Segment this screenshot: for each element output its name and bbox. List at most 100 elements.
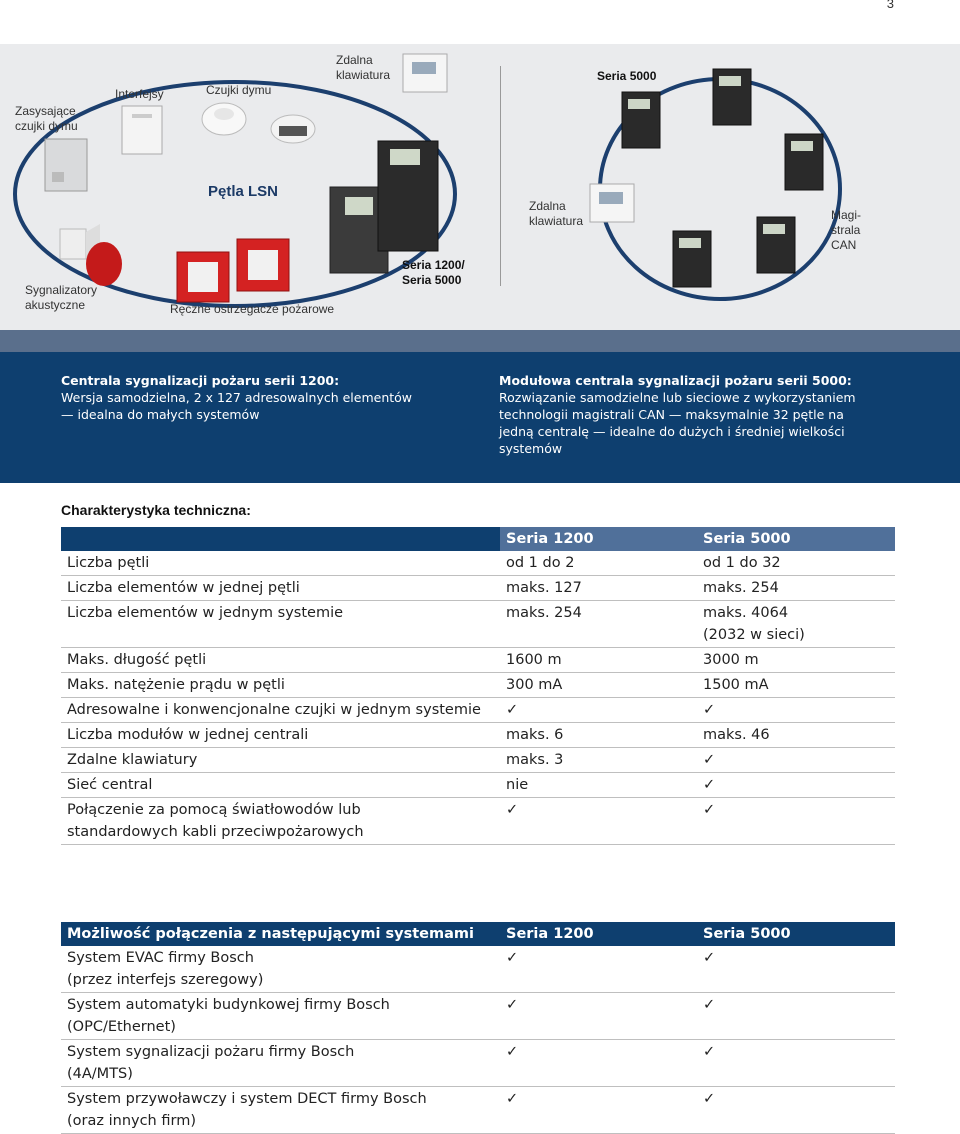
series-banner: Centrala sygnalizacji pożaru serii 1200:… xyxy=(0,352,960,483)
divider-line xyxy=(500,66,501,286)
label-manual-call-points: Ręczne ostrzegacze pożarowe xyxy=(170,302,335,316)
can-panel-1 xyxy=(621,91,661,149)
manual-call-point-image-2 xyxy=(236,238,290,292)
banner-left: Centrala sygnalizacji pożaru serii 1200:… xyxy=(61,372,421,423)
tech-cell: ✓ xyxy=(697,797,895,845)
lsn-loop-title: Pętla LSN xyxy=(208,183,279,200)
label-can-bus: Magi- strala CAN xyxy=(831,208,862,252)
tech-cell: ✓ xyxy=(697,747,895,773)
siren-image-2 xyxy=(86,242,122,286)
tech-cell: maks. 254 xyxy=(697,575,895,601)
banner-right-text: Rozwiązanie samodzielne lub sieciowe z w… xyxy=(499,390,856,456)
tech-cell: ✓ xyxy=(500,797,697,845)
tech-cell: maks. 46 xyxy=(697,722,895,748)
label-remote-keypad-right: Zdalna klawiatura xyxy=(529,199,584,228)
aspirating-detector-image xyxy=(44,138,88,192)
can-panel-4 xyxy=(756,216,796,274)
tech-cell: Adresowalne i konwencjonalne czujki w je… xyxy=(61,697,500,723)
connect-header-systems: Możliwość połączenia z następującymi sys… xyxy=(61,922,500,946)
can-panel-5 xyxy=(672,230,712,288)
smoke-detector-image-1 xyxy=(201,102,247,136)
label-interfaces: Interfejsy xyxy=(115,87,164,101)
can-panel-2 xyxy=(712,68,752,126)
page-number: 3 xyxy=(886,0,894,11)
connect-table: Możliwość połączenia z następującymi sys… xyxy=(61,922,895,1134)
connect-cell: System automatyki budynkowej firmy Bosch… xyxy=(61,992,500,1040)
connect-cell: ✓ xyxy=(697,992,895,1040)
connect-cell: ✓ xyxy=(500,1086,697,1134)
tech-cell: nie xyxy=(500,772,697,798)
fire-panel-image-5000 xyxy=(377,140,439,252)
system-diagram: Zasysające czujki dymu Interfejsy Czujki… xyxy=(0,44,960,330)
tech-header-blank xyxy=(61,527,500,551)
banner-right: Modułowa centrala sygnalizacji pożaru se… xyxy=(499,372,879,457)
tech-row: Połączenie za pomocą światłowodów lub st… xyxy=(61,797,895,845)
can-panel-3 xyxy=(784,133,824,191)
tech-header-5000: Seria 5000 xyxy=(697,527,895,551)
tech-cell: Zdalne klawiatury xyxy=(61,747,500,773)
tech-row: Adresowalne i konwencjonalne czujki w je… xyxy=(61,697,895,723)
tech-cell: 3000 m xyxy=(697,647,895,673)
connect-cell: System sygnalizacji pożaru firmy Bosch (… xyxy=(61,1039,500,1087)
interface-image xyxy=(121,105,163,155)
remote-keypad-image-right xyxy=(589,183,635,223)
diagram-graphics xyxy=(13,53,842,308)
banner-left-title: Centrala sygnalizacji pożaru serii 1200: xyxy=(61,373,340,388)
manual-call-point-image-1 xyxy=(176,251,230,303)
tech-cell: maks. 254 xyxy=(500,600,697,648)
tech-cell: Liczba elementów w jednej pętli xyxy=(61,575,500,601)
label-remote-keypad-top: Zdalna klawiatura xyxy=(336,53,391,82)
tech-cell: ✓ xyxy=(697,772,895,798)
label-aspirating-detectors: Zasysające czujki dymu xyxy=(15,104,78,133)
tech-cell: Liczba pętli xyxy=(61,551,500,576)
connect-cell: System EVAC firmy Bosch (przez interfejs… xyxy=(61,946,500,993)
tech-header-1200: Seria 1200 xyxy=(500,527,697,551)
connect-row: System przywoławczy i system DECT firmy … xyxy=(61,1086,895,1134)
banner-left-text: Wersja samodzielna, 2 x 127 adresowalnyc… xyxy=(61,390,413,422)
banner-top-strip xyxy=(0,330,960,352)
tech-cell: 1600 m xyxy=(500,647,697,673)
label-acoustic-sirens: Sygnalizatory akustyczne xyxy=(25,283,98,312)
tech-cell: maks. 6 xyxy=(500,722,697,748)
tech-cell: Maks. długość pętli xyxy=(61,647,500,673)
connect-cell: ✓ xyxy=(500,992,697,1040)
tech-table-header: Seria 1200 Seria 5000 xyxy=(61,527,895,551)
connect-row: System EVAC firmy Bosch (przez interfejs… xyxy=(61,946,895,993)
siren-image-1 xyxy=(59,224,100,264)
connect-cell: System przywoławczy i system DECT firmy … xyxy=(61,1086,500,1134)
tech-cell: Liczba modułów w jednej centrali xyxy=(61,722,500,748)
banner-right-title: Modułowa centrala sygnalizacji pożaru se… xyxy=(499,373,852,388)
connect-table-header: Możliwość połączenia z następującymi sys… xyxy=(61,922,895,946)
connect-cell: ✓ xyxy=(697,946,895,993)
tech-cell: maks. 127 xyxy=(500,575,697,601)
tech-cell: maks. 3 xyxy=(500,747,697,773)
tech-cell: 300 mA xyxy=(500,672,697,698)
smoke-detector-image-2 xyxy=(270,114,316,144)
tech-cell: Maks. natężenie prądu w pętli xyxy=(61,672,500,698)
tech-cell: od 1 do 2 xyxy=(500,551,697,576)
label-series-5000: Seria 5000 xyxy=(597,69,657,83)
connect-row: System sygnalizacji pożaru firmy Bosch (… xyxy=(61,1039,895,1087)
connect-header-5000: Seria 5000 xyxy=(697,922,895,946)
connect-header-1200: Seria 1200 xyxy=(500,922,697,946)
label-smoke-detectors: Czujki dymu xyxy=(206,83,272,97)
tech-cell: maks. 4064 (2032 w sieci) xyxy=(697,600,895,648)
tech-cell: 1500 mA xyxy=(697,672,895,698)
connect-cell: ✓ xyxy=(697,1039,895,1087)
tech-cell: ✓ xyxy=(500,697,697,723)
tech-cell: Sieć central xyxy=(61,772,500,798)
connect-cell: ✓ xyxy=(500,1039,697,1087)
connect-cell: ✓ xyxy=(697,1086,895,1134)
connect-cell: ✓ xyxy=(500,946,697,993)
tech-cell: ✓ xyxy=(697,697,895,723)
